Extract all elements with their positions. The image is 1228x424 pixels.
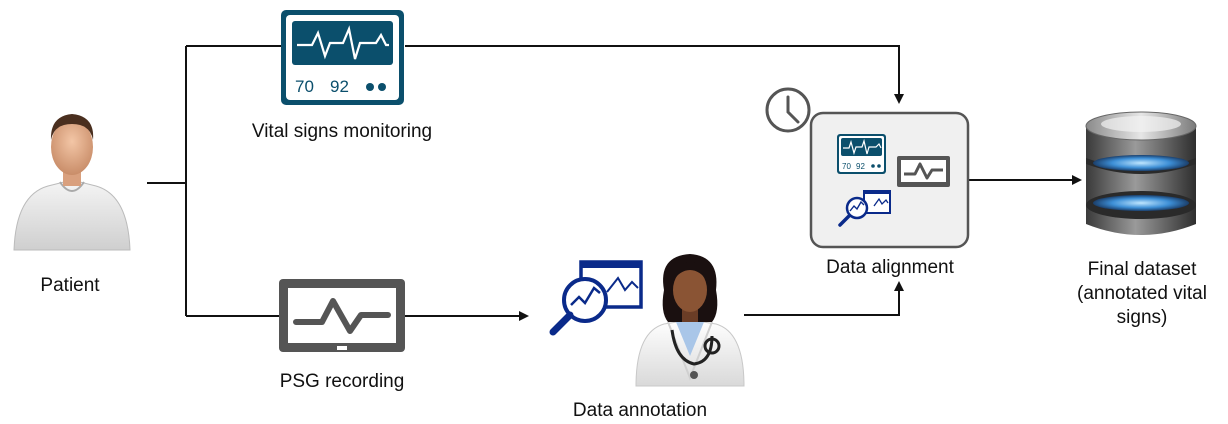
mini-psg-monitor-icon xyxy=(897,156,950,187)
vital-monitor-icon: 70 92 xyxy=(281,10,404,105)
psg-recording-label: PSG recording xyxy=(279,371,405,392)
patient-label: Patient xyxy=(40,275,100,296)
analysis-chart-icon xyxy=(549,260,643,336)
patient-icon xyxy=(13,114,131,251)
clock-icon xyxy=(765,87,811,133)
mini-vital-monitor-icon: 70 92 xyxy=(837,134,886,174)
mini-readout-hr: 70 xyxy=(842,162,851,171)
data-annotation-label: Data annotation xyxy=(572,400,708,421)
final-dataset-label: Final dataset (annotated vital signs) xyxy=(1058,258,1226,330)
final-dataset-line-2: (annotated vital xyxy=(1077,283,1207,304)
database-icon xyxy=(1085,111,1197,235)
mini-readout-spo2: 92 xyxy=(856,162,865,171)
vital-signs-monitoring-label: Vital signs monitoring xyxy=(251,121,433,142)
data-alignment-label: Data alignment xyxy=(826,257,954,278)
doctor-icon xyxy=(635,254,745,387)
connectors xyxy=(147,45,1082,321)
final-dataset-line-3: signs) xyxy=(1116,307,1168,328)
connector-annotation-to-alignment xyxy=(744,281,904,316)
vital-readout-spo2: 92 xyxy=(330,77,349,96)
connector-vital-to-alignment xyxy=(405,45,904,104)
data-alignment-box: 70 92 xyxy=(809,111,970,249)
mini-analysis-chart-icon xyxy=(838,190,891,227)
vital-readout-hr: 70 xyxy=(295,77,314,96)
psg-monitor-icon xyxy=(279,279,405,352)
final-dataset-line-1: Final dataset xyxy=(1087,259,1197,280)
